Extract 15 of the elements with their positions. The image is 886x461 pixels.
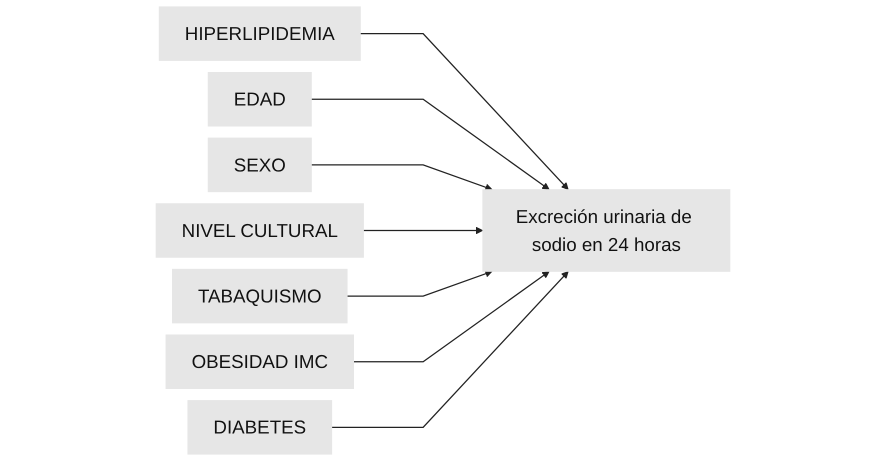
node-box: HIPERLIPIDEMIA [158,6,361,61]
node-box: DIABETES [187,400,332,455]
node-box: OBESIDAD IMC [166,334,354,389]
arrow [360,33,569,190]
node-box: SEXO [208,138,312,192]
arrow [332,271,569,428]
arrow [311,98,550,190]
arrow [347,270,492,297]
node-box: TABAQUISMO [172,268,348,324]
node-box: NIVEL CULTURAL [156,203,364,258]
node-box: Excreción urinaria de sodio en 24 horas [482,189,730,272]
node-box: EDAD [208,72,312,127]
arrow [364,226,484,234]
arrow [311,164,492,191]
arrow [354,271,550,362]
